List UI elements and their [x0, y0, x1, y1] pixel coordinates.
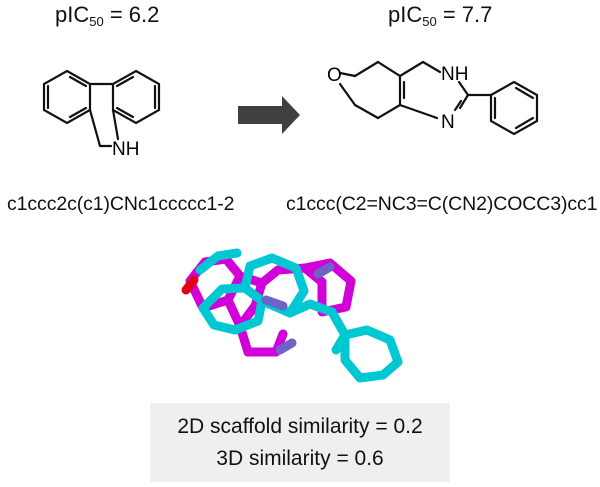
overlay-oxygen — [181, 275, 199, 295]
right-activity-label: pIC50 = 7.7 — [388, 2, 493, 29]
pyran-ring — [338, 71, 357, 78]
left-nh-label: NH — [112, 139, 139, 160]
similarity-3d: 3D similarity = 0.6 — [216, 447, 384, 470]
left-smiles: c1ccc2c(c1)CNc1ccccc1-2 — [7, 193, 235, 215]
right-o-label: O — [327, 65, 342, 86]
pyrimidine-ring — [398, 60, 425, 78]
right-smiles: c1ccc(C2=NC3=C(CN2)COCC3)cc1 — [286, 193, 598, 215]
right-n-label: N — [441, 112, 455, 133]
overlay-nitrogen-3 — [313, 262, 335, 279]
overlay-nitrogen-1 — [261, 295, 288, 311]
similarity-2d: 2D scaffold similarity = 0.2 — [177, 415, 423, 438]
overlay-nitrogen-2 — [275, 338, 297, 355]
left-activity-label: pIC50 = 6.2 — [55, 2, 160, 29]
right-nh-label: NH — [441, 64, 468, 85]
similarity-box: 2D scaffold similarity = 0.2 3D similari… — [150, 403, 450, 482]
overlay-ligand-a — [195, 248, 403, 383]
phenyl-ring — [489, 80, 539, 136]
